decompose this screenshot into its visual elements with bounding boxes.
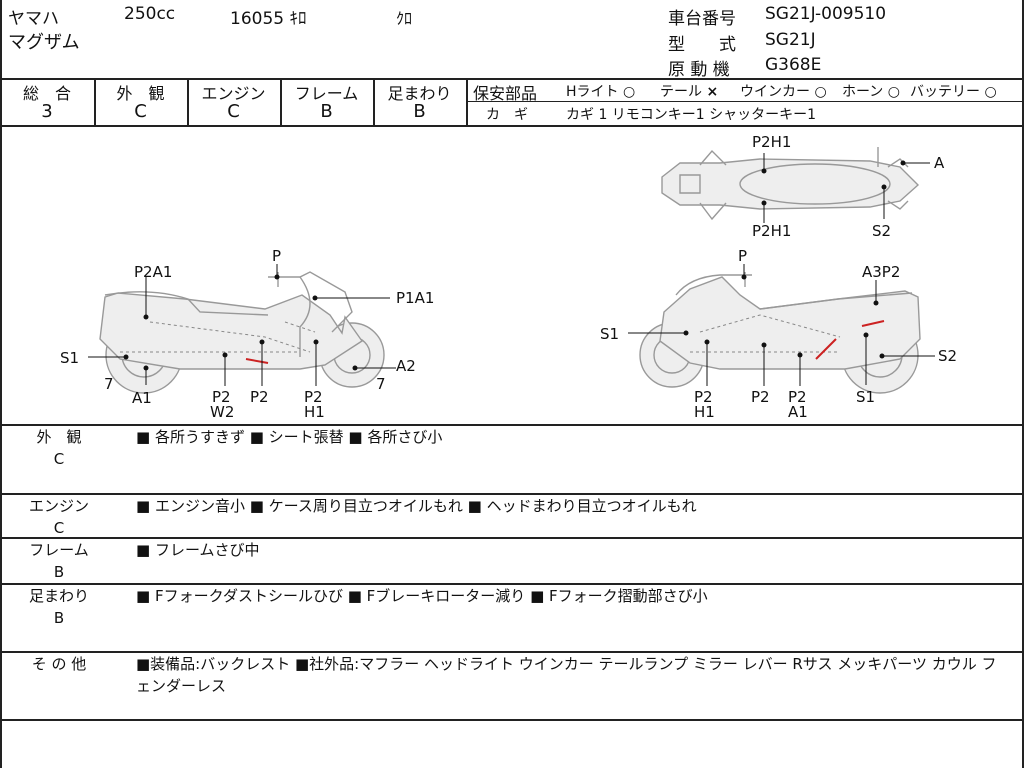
- safety-item-headlight: Hライト ○: [566, 84, 636, 100]
- section-other-text: ■装備品:バックレスト ■社外品:マフラー ヘッドライト ウインカー テールラン…: [136, 655, 997, 695]
- grade-label-total: 総 合: [22, 84, 71, 103]
- frame-no-label: 車台番号: [668, 9, 736, 29]
- grade-value-suspension: B: [413, 101, 426, 122]
- label-p1a1-left: P1A1: [396, 289, 434, 307]
- model-name: マグザム: [8, 32, 80, 53]
- grade-label-exterior: 外 観: [116, 84, 165, 103]
- section-suspension-text: ■ Fフォークダストシールひび ■ Fブレーキローター減り ■ Fフォーク摺動部…: [136, 587, 708, 605]
- label-p2-right-b: P2: [751, 388, 770, 406]
- rule: [373, 78, 375, 126]
- right-side-markers: [628, 264, 935, 386]
- grade-value-exterior: C: [134, 101, 147, 122]
- label-a3p2-right: A3P2: [862, 263, 900, 281]
- rule: [467, 101, 1022, 102]
- rule: [0, 493, 1024, 495]
- rule: [0, 651, 1024, 653]
- label-p2-right-a: P2: [694, 388, 713, 406]
- label-s1-right-b: S1: [856, 388, 875, 406]
- label-s1-left: S1: [60, 349, 79, 367]
- rule: [94, 78, 96, 126]
- label-a1-right: A1: [788, 403, 808, 421]
- label-a2-left: A2: [396, 357, 416, 375]
- type-value: SG21J: [765, 30, 816, 50]
- section-frame-text: ■ フレームさび中: [136, 541, 260, 559]
- label-p2-left-a: P2: [212, 388, 231, 406]
- label-p-left: P: [272, 247, 281, 265]
- maker: ヤマハ: [8, 9, 59, 29]
- safety-item-winker: ウインカー ○: [740, 84, 827, 100]
- grade-value-frame: B: [320, 101, 333, 122]
- label-7-left: 7: [104, 375, 114, 393]
- engine-label: 原 動 機: [668, 60, 730, 80]
- label-p-right: P: [738, 247, 747, 265]
- rule: [0, 424, 1024, 426]
- section-other-label: そ の 他: [31, 655, 87, 673]
- damage-diagram: P2A1 P P1A1 S1 A2 7 A1 P2 W2 P2 P2 H1 7 …: [60, 133, 957, 421]
- label-7-left-b: 7: [376, 375, 386, 393]
- label-p2h1-top: P2H1: [752, 133, 791, 151]
- rule: [280, 78, 282, 126]
- border-right: [1022, 0, 1024, 768]
- border-left: [0, 0, 2, 768]
- type-label: 型 式: [668, 35, 736, 55]
- section-engine-text: ■ エンジン音小 ■ ケース周り目立つオイルもれ ■ ヘッドまわり目立つオイルも…: [136, 497, 697, 515]
- left-side-markers: [88, 264, 396, 386]
- grade-value-engine: C: [227, 101, 240, 122]
- grade-label-engine: エンジン: [201, 84, 266, 103]
- right-side-bike: [639, 272, 921, 394]
- label-s1-right: S1: [600, 325, 619, 343]
- frame-no: SG21J-009510: [765, 4, 887, 24]
- section-exterior-text: ■ 各所うすきず ■ シート張替 ■ 各所さび小: [136, 428, 443, 446]
- grade-value-total: 3: [41, 101, 53, 122]
- rule: [0, 537, 1024, 539]
- label-h1-right: H1: [694, 403, 715, 421]
- mileage: 16055 ｷﾛ: [230, 9, 307, 29]
- grade-label-suspension: 足まわり: [387, 84, 452, 103]
- label-s2-top: S2: [872, 222, 891, 240]
- label-a1-left: A1: [132, 389, 152, 407]
- label-p2a1-left: P2A1: [134, 263, 172, 281]
- key-list: カギ 1 リモコンキー1 シャッターキー1: [566, 107, 817, 123]
- displacement: 250cc: [124, 4, 176, 24]
- safety-item-horn: ホーン ○: [842, 84, 900, 100]
- rule: [0, 78, 1024, 80]
- label-a-top: A: [934, 154, 945, 172]
- label-p2-left-c: P2: [304, 388, 323, 406]
- label-p2h1-bottom: P2H1: [752, 222, 791, 240]
- engine-value: G368E: [765, 55, 822, 75]
- safety-label: 保安部品: [473, 84, 538, 103]
- color: ｸﾛ: [396, 9, 413, 28]
- label-p2-left-b: P2: [250, 388, 269, 406]
- grade-label-frame: フレーム: [294, 84, 359, 103]
- safety-item-tail: テール ×: [660, 84, 719, 100]
- rule: [0, 583, 1024, 585]
- top-view-markers: [761, 153, 930, 223]
- rule: [466, 78, 468, 126]
- label-p2-right-c: P2: [788, 388, 807, 406]
- left-side-bike: [99, 271, 385, 394]
- key-label: カ ギ: [486, 107, 528, 123]
- rule: [0, 125, 1024, 127]
- label-w2-left: W2: [210, 403, 234, 421]
- rule: [0, 719, 1024, 721]
- safety-item-battery: バッテリー ○: [910, 84, 997, 100]
- top-view-bike: [661, 147, 920, 221]
- label-s2-right: S2: [938, 347, 957, 365]
- rule: [187, 78, 189, 126]
- label-h1-left: H1: [304, 403, 325, 421]
